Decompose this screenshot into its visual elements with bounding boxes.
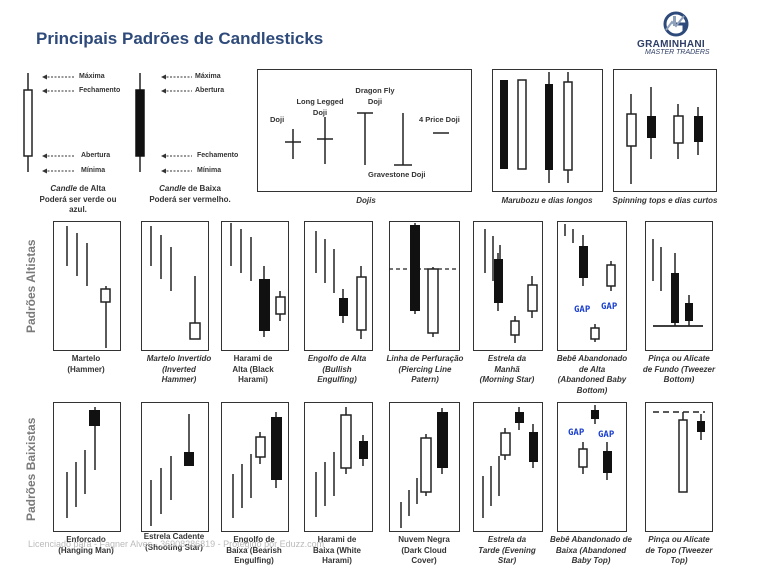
page-title: Principais Padrões de Candlesticks — [36, 29, 324, 48]
spinning-diagram — [626, 87, 703, 184]
gravestone-doji-label: Gravestone Doji — [368, 170, 426, 179]
logo-name: GRAMINHANI — [637, 39, 705, 50]
abandoned-baby-top-diagram — [578, 405, 612, 480]
label-min-bull: Mínima — [81, 167, 106, 174]
label-close-bull: Fechamento — [79, 87, 121, 94]
box-dark-cloud — [389, 402, 460, 532]
box-inverted-hammer — [141, 221, 209, 351]
dragonfly-doji-label: Dragon Fly Doji — [355, 86, 395, 106]
bull-candle-body — [23, 89, 33, 157]
box-shooting-star — [141, 402, 209, 532]
logo-tagline: MASTER TRADERS — [645, 49, 710, 56]
tweezer-bottom-diagram — [652, 239, 703, 327]
spinning-box — [613, 69, 717, 192]
box-evening-star — [473, 402, 543, 532]
caption-hammer: Martelo(Hammer) — [67, 354, 105, 374]
label-close-bear: Fechamento — [197, 152, 239, 159]
hammer-diagram — [66, 226, 111, 348]
long-legged-doji-label: Long Legged Doji — [296, 97, 344, 117]
four-price-doji-label: 4 Price Doji — [419, 115, 460, 124]
piercing-line-diagram — [389, 223, 458, 337]
bear-harami-diagram — [315, 407, 368, 517]
morning-star-diagram — [484, 229, 538, 343]
section-label-bull: Padrões Altistas — [24, 239, 38, 333]
bear-candle-caption: Candle de Baixa Poderá ser vermelho. — [149, 184, 231, 204]
evening-star-diagram — [482, 407, 538, 518]
inverted-hammer-diagram — [150, 226, 201, 340]
dojis-diagram — [285, 112, 449, 166]
gap-label-bear-2: GAP — [598, 430, 615, 440]
bear-engulfing-diagram — [232, 412, 282, 518]
anatomy-diagram — [23, 73, 192, 174]
dark-cloud-diagram — [400, 408, 448, 528]
hanging-man-diagram — [66, 407, 100, 518]
marubozu-caption: Marubozu e dias longos — [501, 196, 593, 205]
gap-label-bear-1: GAP — [568, 428, 585, 438]
bull-harami-diagram — [230, 223, 286, 337]
abandoned-baby-bottom-diagram — [564, 224, 616, 342]
marubozu-box — [492, 69, 603, 192]
box-morning-star — [473, 221, 543, 351]
gap-label-bull-1: GAP — [574, 305, 591, 315]
label-max-bear: Máxima — [195, 73, 221, 80]
label-open-bull: Abertura — [81, 152, 111, 159]
box-bear-harami — [304, 402, 373, 532]
box-bull-harami — [221, 221, 289, 351]
box-abandoned-baby-bottom — [557, 221, 627, 351]
gap-label-bull-2: GAP — [601, 302, 618, 312]
box-tweezer-bottom — [645, 221, 713, 351]
dojis-caption: Dojis — [356, 196, 376, 205]
box-piercing-line — [389, 221, 460, 351]
label-min-bear: Mínima — [197, 167, 222, 174]
box-bear-engulfing — [221, 402, 289, 532]
dojis-box — [257, 69, 472, 192]
bull-engulfing-diagram — [315, 231, 367, 339]
label-open-bear: Abertura — [195, 87, 225, 94]
label-max-bull: Máxima — [79, 73, 105, 80]
marubozu-diagram — [500, 72, 573, 183]
caption-hanging-man: Enforcado(Hanging Man) — [58, 535, 114, 555]
box-hanging-man — [53, 402, 121, 532]
box-abandoned-baby-top — [557, 402, 627, 532]
caption-shooting-star: Estrela Cadente(Shooting Star) — [143, 532, 205, 552]
section-label-bear: Padrões Baixistas — [24, 417, 38, 521]
box-tweezer-top — [645, 402, 713, 532]
watermark: Licenciado para - Fagner Alves - 3690828… — [28, 539, 325, 549]
box-bull-engulfing — [304, 221, 373, 351]
doji-label: Doji — [270, 115, 285, 124]
spinning-caption: Spinning tops e dias curtos — [612, 196, 718, 205]
tweezer-top-diagram — [653, 411, 705, 493]
bull-candle-caption: Candle de Alta Poderá ser verde ou azul. — [39, 184, 117, 214]
logo-icon — [663, 11, 689, 37]
box-hammer — [53, 221, 121, 351]
shooting-star-diagram — [150, 414, 194, 526]
bear-candle-body — [135, 89, 145, 157]
